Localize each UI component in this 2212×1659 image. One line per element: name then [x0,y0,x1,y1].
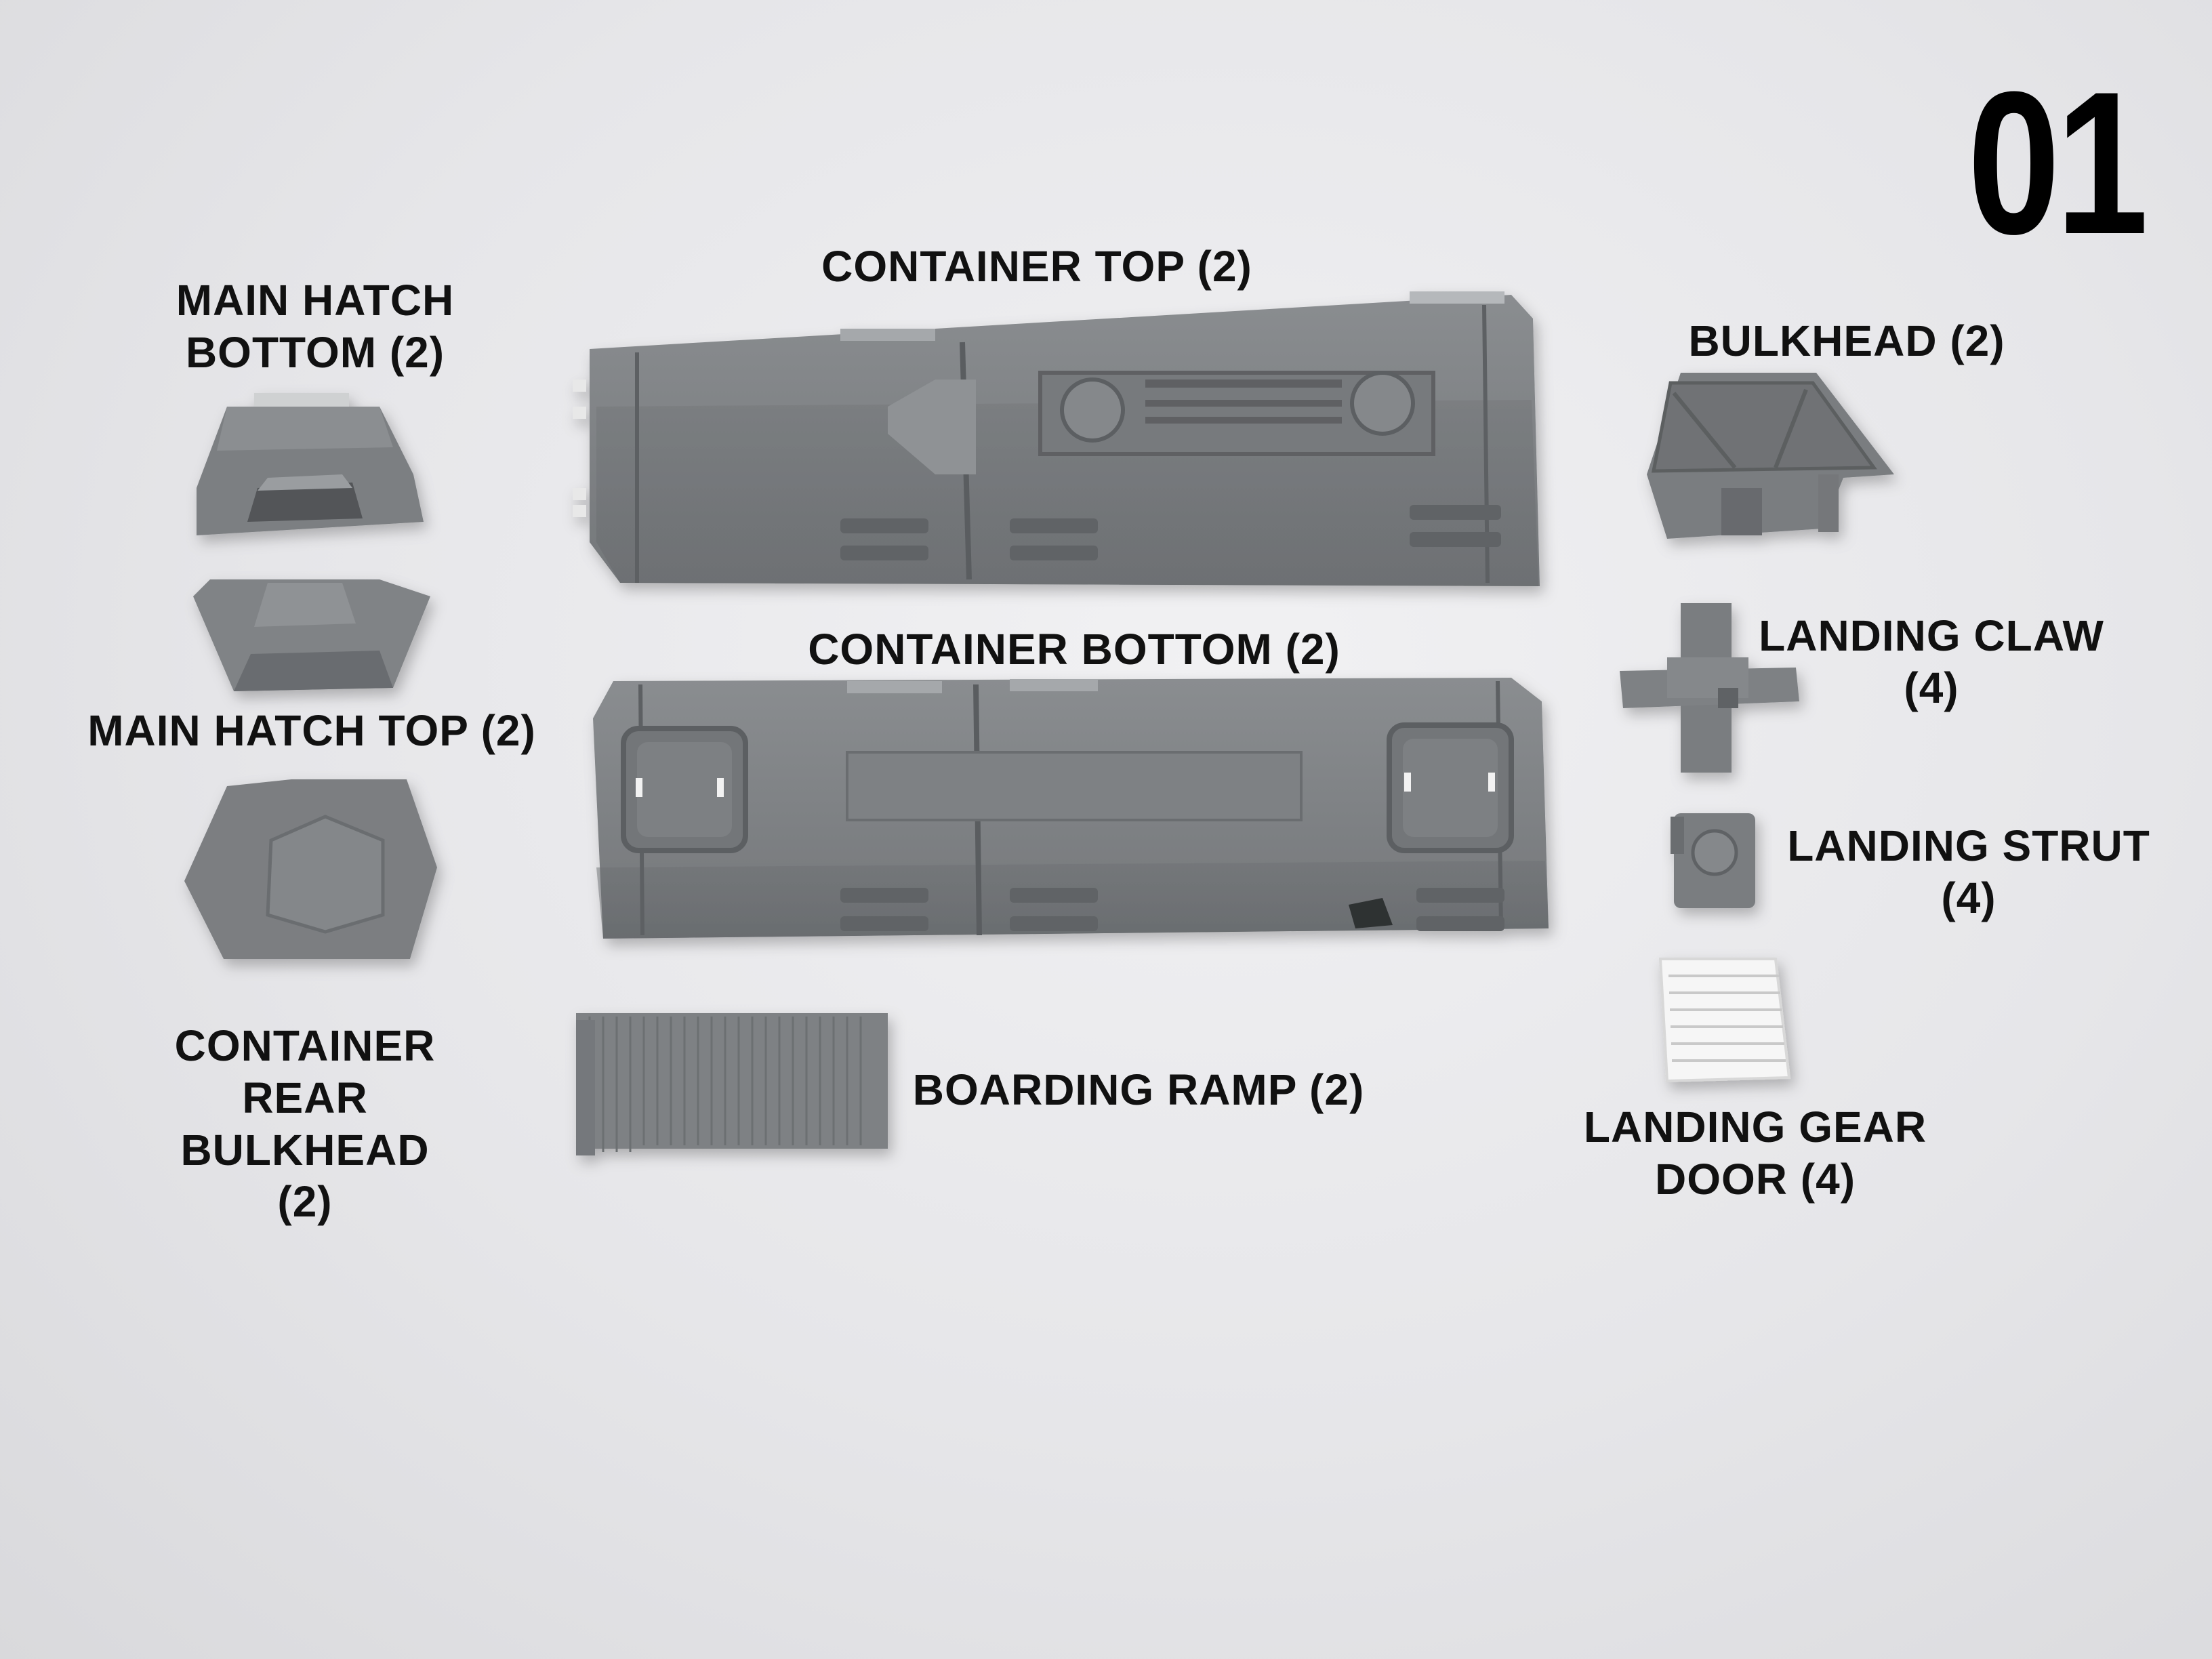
container-bottom-part [593,678,1549,939]
label-main-hatch-bottom: MAIN HATCH BOTTOM (2) [176,276,455,377]
label-container-top: CONTAINER TOP (2) [821,242,1252,291]
sheet-number: 01 [1967,49,2148,276]
landing-strut-part [1671,813,1755,908]
main-hatch-bottom-part [197,393,424,535]
label-landing-strut: LANDING STRUT (4) [1787,821,2150,922]
boarding-ramp-part [576,1013,888,1155]
label-landing-gear-door: LANDING GEAR DOOR (4) [1583,1103,1927,1204]
landing-claw-part [1620,603,1799,773]
label-container-bottom: CONTAINER BOTTOM (2) [808,625,1340,674]
landing-gear-door-part [1658,958,1791,1083]
label-main-hatch-top: MAIN HATCH TOP (2) [87,706,536,755]
bulkhead-part [1647,373,1894,539]
label-bulkhead: BULKHEAD (2) [1688,316,2005,365]
label-landing-claw: LANDING CLAW (4) [1759,611,2104,712]
container-top-part [573,291,1540,586]
label-boarding-ramp: BOARDING RAMP (2) [912,1065,1365,1114]
label-container-rear-bulkhead: CONTAINER REAR BULKHEAD (2) [174,1021,436,1227]
container-rear-bulkhead-part [184,779,437,959]
main-hatch-top-part [193,579,430,691]
